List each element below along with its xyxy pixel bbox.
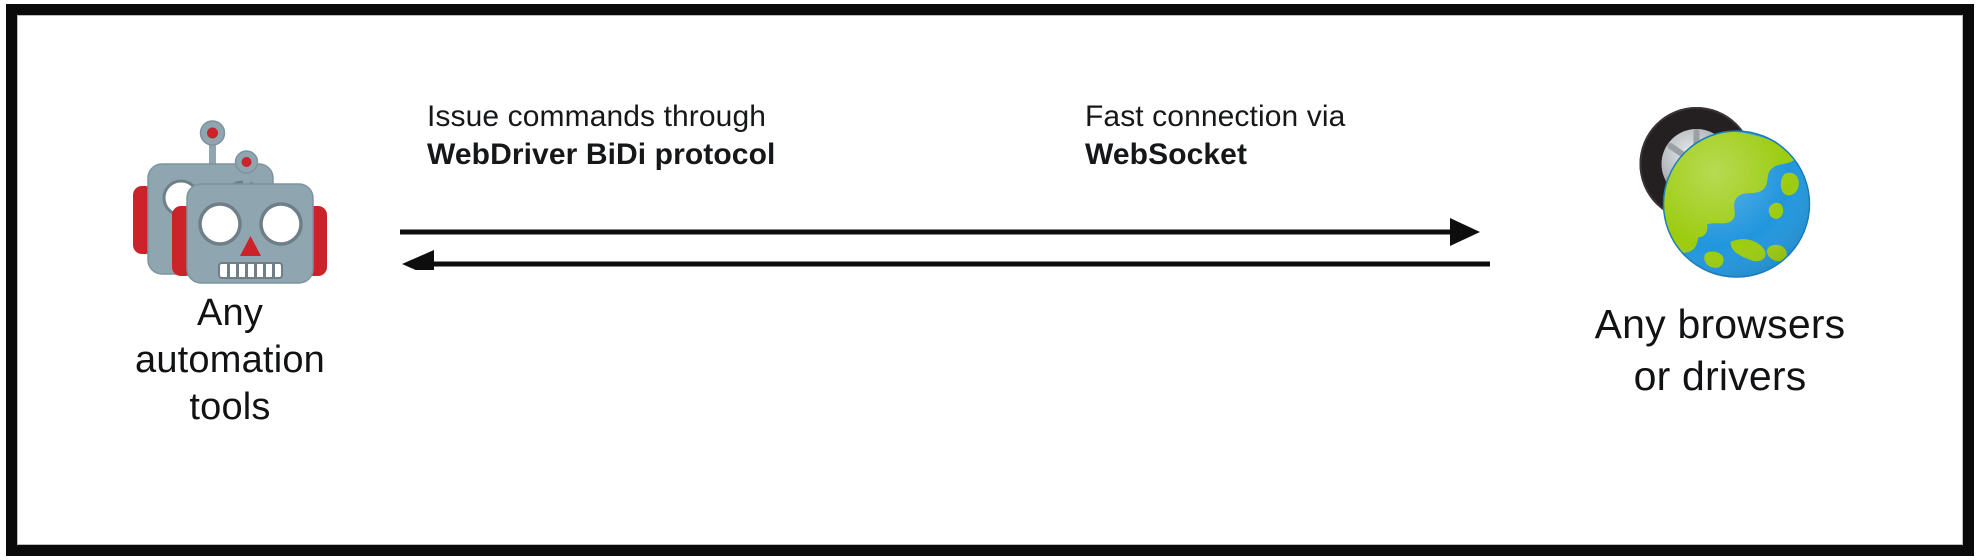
label-response-channel-line2: WebSocket [1085,138,1248,171]
node-browsers-drivers-caption: Any browsers or drivers [1594,301,1846,399]
robot-icon-wrapper [60,120,400,285]
globe-and-tire-icon [1639,107,1811,278]
label-response-channel: Fast connection via WebSocket [1085,98,1345,174]
arrow-right-to-left [402,250,1490,270]
node-automation-tools: Any automation tools [60,120,400,520]
earth-globe [1662,130,1811,278]
label-response-channel-line1: Fast connection via [1085,100,1346,133]
connection-arrows [400,218,1490,270]
globe-icon-wrapper [1530,100,1910,285]
arrow-left-to-right [400,218,1480,246]
robot-icon [133,120,327,284]
label-command-channel: Issue commands through WebDriver BiDi pr… [427,98,775,174]
label-command-channel-line2: WebDriver BiDi protocol [427,138,776,171]
node-browsers-drivers: Any browsers or drivers [1530,100,1910,500]
label-command-channel-line1: Issue commands through [427,100,767,133]
node-automation-tools-caption: Any automation tools [134,292,325,428]
